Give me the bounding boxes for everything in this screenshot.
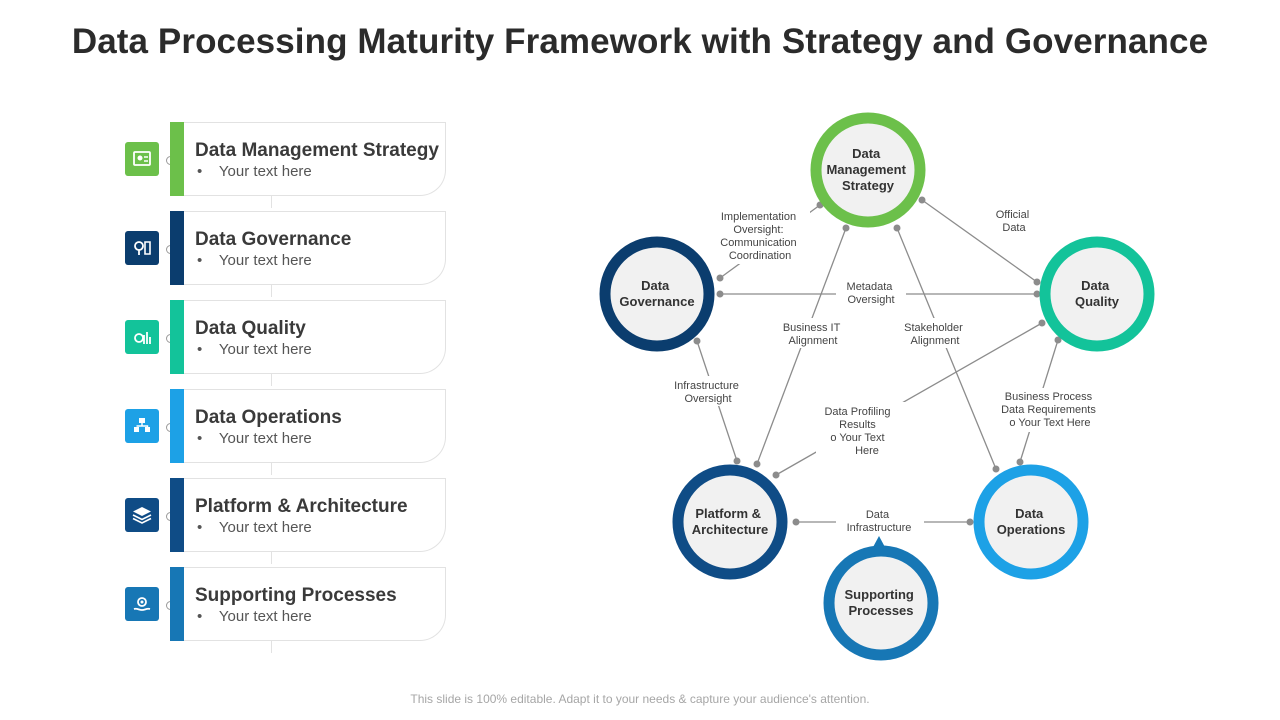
card-tail <box>271 196 272 208</box>
accent-bar <box>170 478 184 552</box>
item-text-value: Your text here <box>218 163 312 180</box>
label-official-data: Official Data <box>996 209 1032 234</box>
item-text: • Your text here <box>197 519 312 536</box>
item-text: • Your text here <box>197 252 312 269</box>
svg-text:Data Management St: Data Management Strategy <box>826 146 909 193</box>
card <box>184 478 446 552</box>
label-stakeholder-alignment: Stakeholder Alignment <box>904 322 966 347</box>
card-tail <box>271 463 272 475</box>
item-text-value: Your text here <box>218 519 312 536</box>
card-tail <box>271 285 272 297</box>
strategy-icon <box>125 142 159 176</box>
item-title: Data Governance <box>195 229 352 250</box>
card-tail <box>271 552 272 564</box>
list-item-data-management-strategy: Data Management Strategy • Your text her… <box>125 122 455 208</box>
card-tail <box>271 641 272 653</box>
item-text: • Your text here <box>197 163 312 180</box>
accent-bar <box>170 567 184 641</box>
card <box>184 211 446 285</box>
node-data-operations: Data Operations <box>973 464 1089 580</box>
label-data-profiling: Data Profiling Results o Your Text Here <box>824 406 893 457</box>
accent-bar <box>170 389 184 463</box>
item-text-value: Your text here <box>218 430 312 447</box>
item-text: • Your text here <box>197 341 312 358</box>
item-title: Data Operations <box>195 407 342 428</box>
node-data-management-strategy: Data Management Strategy <box>810 112 926 228</box>
page-title: Data Processing Maturity Framework with … <box>71 22 1209 61</box>
card <box>184 122 446 196</box>
operations-icon <box>125 409 159 443</box>
card-tail <box>271 374 272 386</box>
item-text-value: Your text here <box>218 341 312 358</box>
edge-strategy-quality <box>921 199 1038 283</box>
svg-text:Data Quality: Data Quality <box>1075 278 1120 309</box>
quality-icon <box>125 320 159 354</box>
item-title: Platform & Architecture <box>195 496 408 517</box>
node-supporting-processes: Supporting Processes <box>823 545 939 661</box>
layers-icon <box>125 498 159 532</box>
label-data-infrastructure: Data Infrastructure <box>847 509 912 534</box>
card <box>184 567 446 641</box>
item-text-value: Your text here <box>218 608 312 625</box>
governance-icon <box>125 231 159 265</box>
list-item-data-operations: Data Operations • Your text here <box>125 389 455 475</box>
accent-bar <box>170 300 184 374</box>
item-text: • Your text here <box>197 608 312 625</box>
svg-text:Supporting Processes: Supporting Processes <box>845 587 918 618</box>
node-data-quality: Data Quality <box>1039 236 1155 352</box>
item-title: Data Quality <box>195 318 306 339</box>
label-business-process: Business Process Data Requirements o You… <box>1001 391 1099 429</box>
label-infrastructure-oversight: Infrastructure Oversight <box>674 380 742 405</box>
list-item-supporting-processes: Supporting Processes • Your text here <box>125 567 455 653</box>
label-business-it-alignment: Business IT Alignment <box>783 322 843 347</box>
item-title: Supporting Processes <box>195 585 397 606</box>
list-item-platform-architecture: Platform & Architecture • Your text here <box>125 478 455 564</box>
list-item-data-governance: Data Governance • Your text here <box>125 211 455 297</box>
item-title: Data Management Strategy <box>195 140 439 161</box>
list-item-data-quality: Data Quality • Your text here <box>125 300 455 386</box>
item-text-value: Your text here <box>218 252 312 269</box>
label-implementation: Implementation Oversight: Communication … <box>720 211 799 262</box>
accent-bar <box>170 122 184 196</box>
edge-strategy-operations <box>896 227 997 470</box>
process-icon <box>125 587 159 621</box>
svg-text:Platform & Architecture: Platform & Architecture <box>692 506 769 537</box>
footer-note: This slide is 100% editable. Adapt it to… <box>410 692 870 706</box>
connector-endpoints <box>693 196 1062 526</box>
node-data-governance: Data Governance <box>599 236 715 352</box>
accent-bar <box>170 211 184 285</box>
card <box>184 300 446 374</box>
node-platform-architecture: Platform & Architecture <box>672 464 788 580</box>
card <box>184 389 446 463</box>
svg-text:Data Governance: Data Governance <box>619 278 694 309</box>
svg-text:Data Operations: Data Operations <box>997 506 1066 537</box>
label-metadata-oversight: Metadata Oversight <box>847 281 896 306</box>
item-text: • Your text here <box>197 430 312 447</box>
